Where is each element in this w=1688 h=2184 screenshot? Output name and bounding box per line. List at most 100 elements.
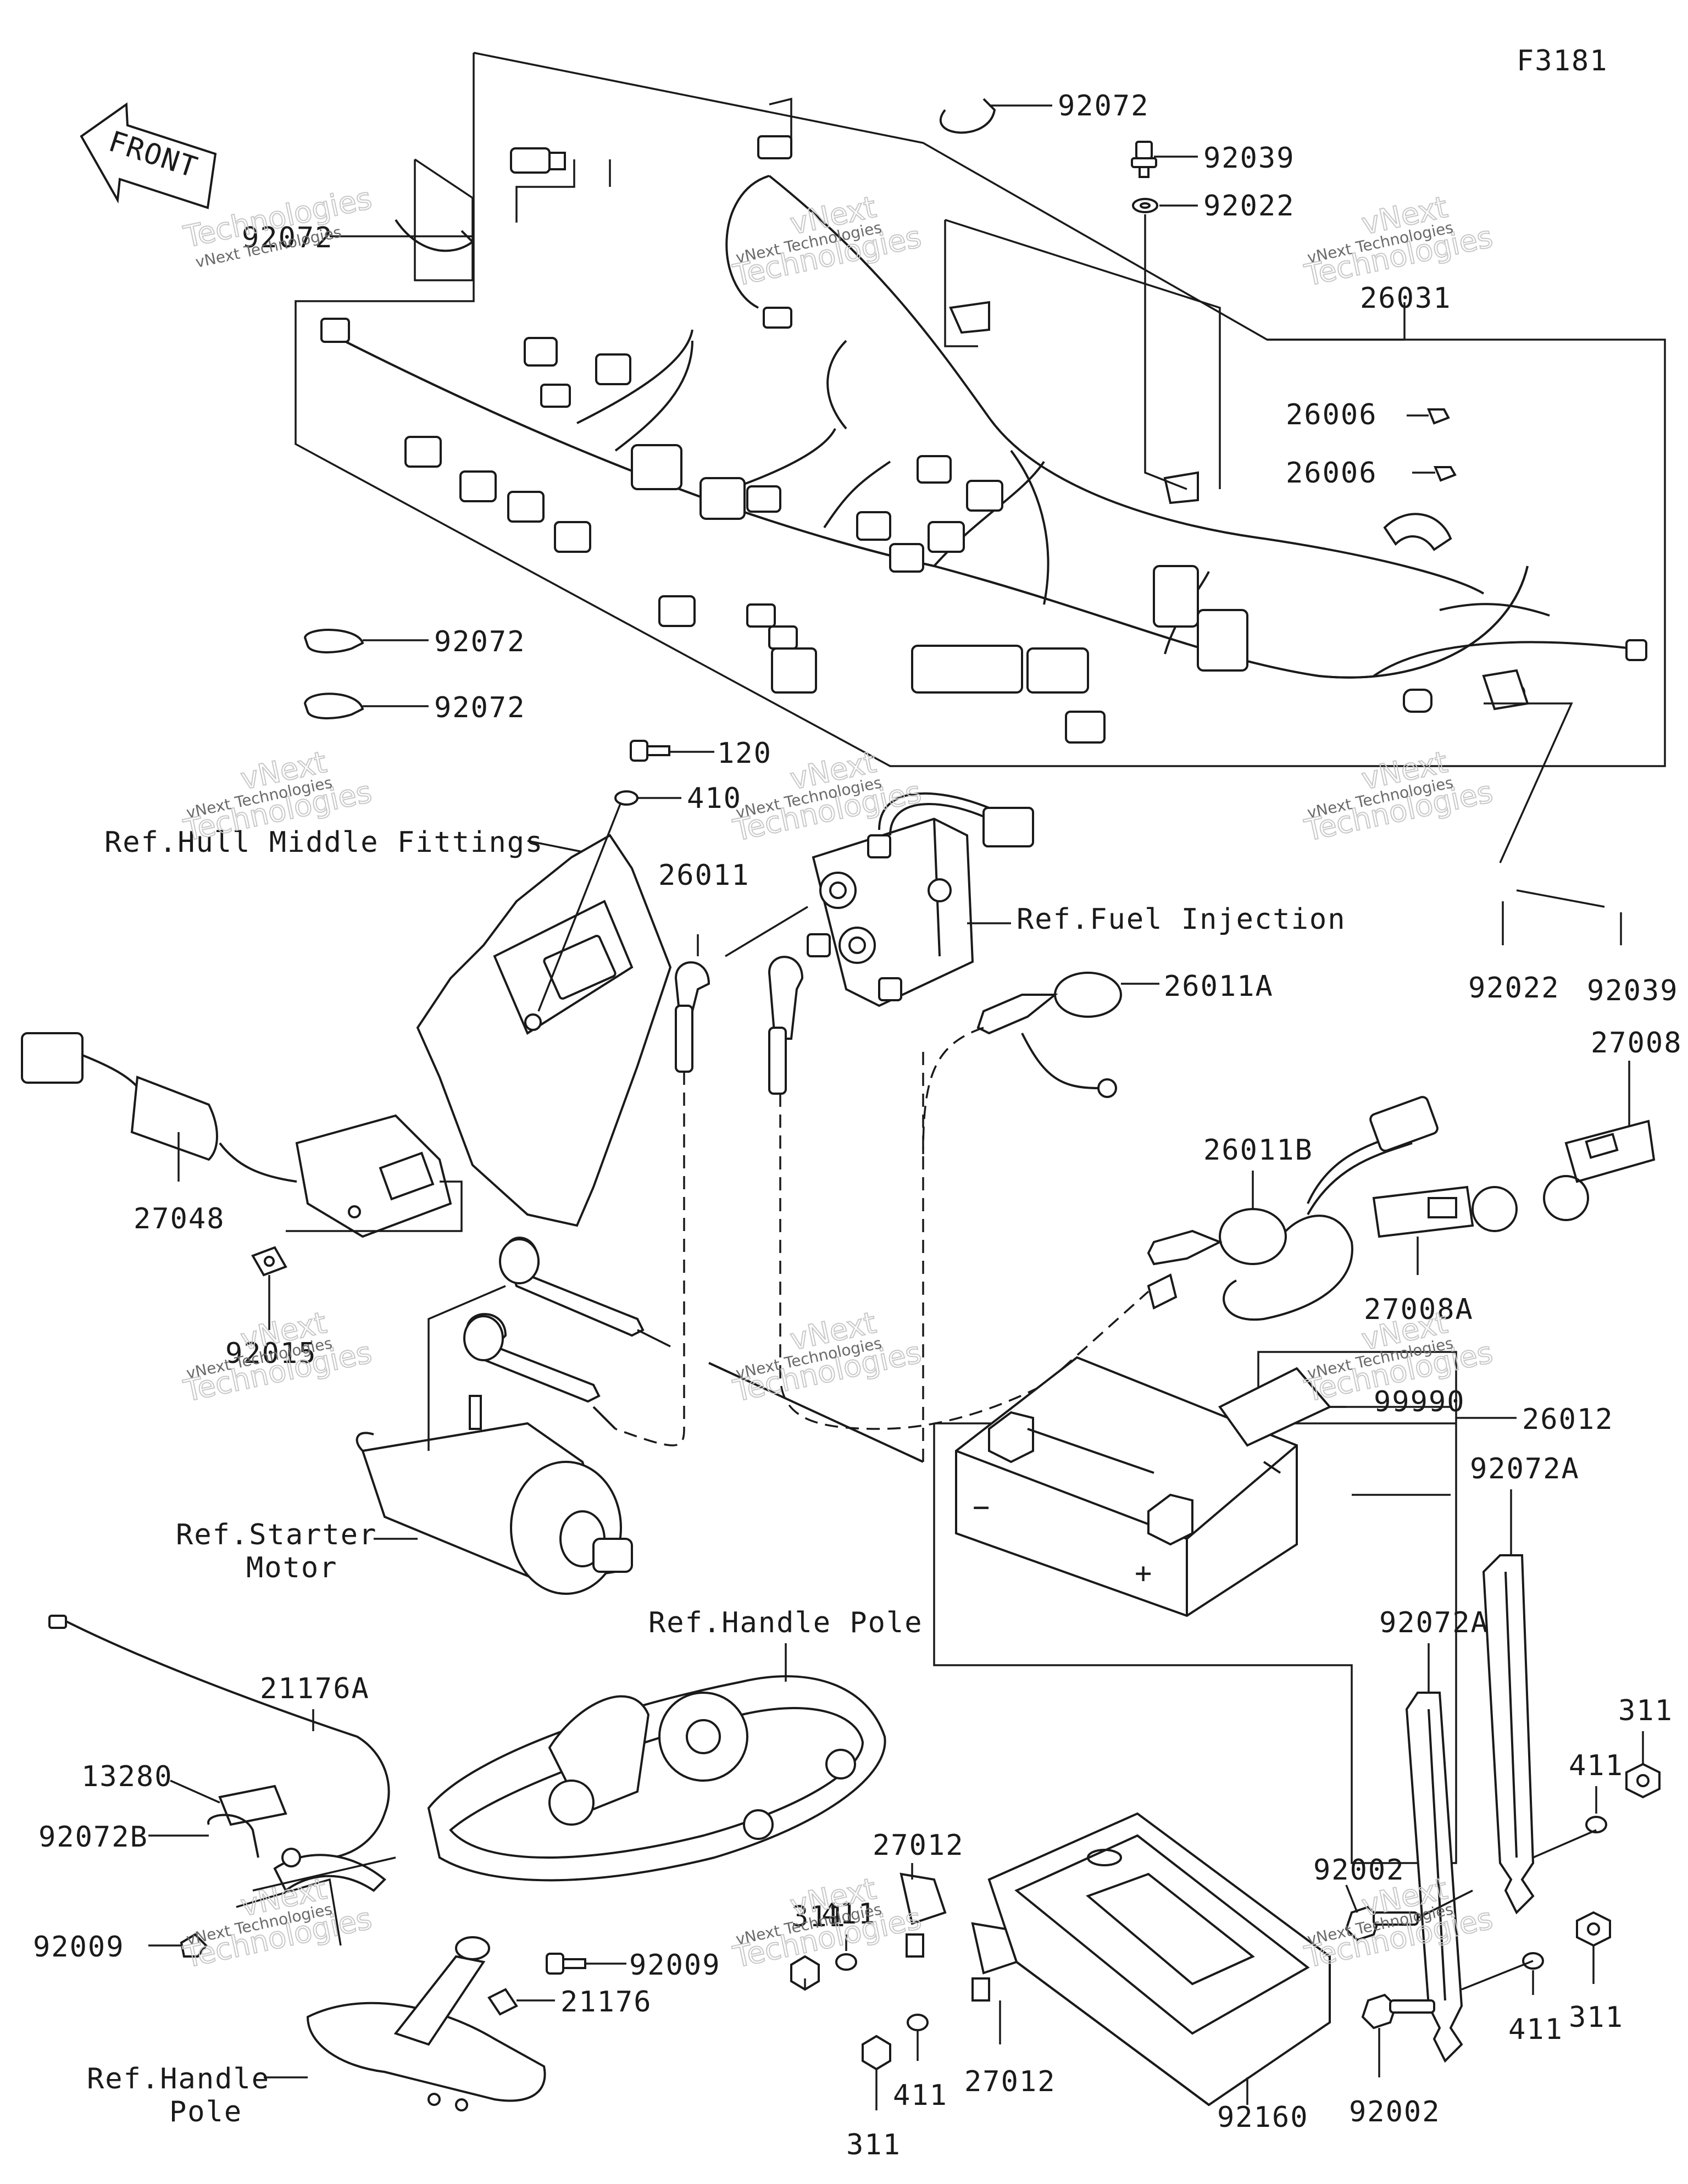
label-120: 120 [717, 737, 772, 770]
label-27008A: 27008A [1364, 1293, 1474, 1326]
watermark: Technologies vNext Technologies vNext [730, 1871, 925, 1975]
clamp-21176 [487, 1988, 518, 2016]
screw-92009-left [180, 1933, 208, 1958]
label-26031: 26031 [1360, 282, 1452, 315]
nut-311-left-b [862, 2035, 891, 2071]
label-26011A: 26011A [1164, 970, 1274, 1003]
label-311-right-top: 311 [1618, 1694, 1673, 1727]
label-ref-handle-pole-upper: Ref.Handle Pole [648, 1606, 923, 1639]
watermark: Technologies vNext Technologies vNext [730, 189, 925, 293]
bracket-27012-top [899, 1872, 947, 1958]
label-26011: 26011 [658, 859, 750, 892]
cable-26011B [1147, 1096, 1439, 1321]
label-26006-a: 26006 [1286, 398, 1378, 431]
label-99990: 99990 [1374, 1385, 1465, 1418]
label-92022-right: 92022 [1468, 972, 1560, 1005]
label-ref-starter: Ref.Starter [176, 1518, 377, 1551]
diagram-id: F3181 [1517, 45, 1608, 77]
front-arrow-icon: FRONT [80, 102, 217, 209]
cable-tie-92072-top [395, 98, 996, 252]
label-27012-top: 27012 [873, 1829, 964, 1862]
label-92072-top-right: 92072 [1058, 90, 1150, 123]
label-21176: 21176 [560, 1986, 652, 2019]
label-ref-fuel-injection: Ref.Fuel Injection [1017, 903, 1346, 936]
handle-pole-lower [306, 1936, 546, 2111]
bracket-27012-bottom [971, 1922, 1018, 2002]
bolt-92002-top [1345, 1905, 1419, 1942]
washer-411-left-a [835, 1953, 857, 1971]
label-92072A-short: 92072A [1379, 1606, 1489, 1639]
key-27008 [1543, 1119, 1656, 1221]
label-311-left-top: 311 [791, 1900, 846, 1933]
label-27008: 27008 [1591, 1027, 1683, 1060]
label-26006-b: 26006 [1286, 457, 1378, 490]
label-27048: 27048 [134, 1202, 225, 1235]
label-92002-top: 92002 [1313, 1854, 1405, 1887]
battery-box-92160 [987, 1812, 1331, 2107]
seal-13280 [218, 1784, 287, 1826]
label-92022-top: 92022 [1203, 190, 1295, 223]
harness-connectors [320, 135, 1647, 744]
label-21176A: 21176A [260, 1672, 370, 1705]
washer-411-right-top [1585, 1816, 1607, 1833]
label-411-right-bottom: 411 [1508, 2013, 1563, 2046]
label-92072-mid-b: 92072 [434, 691, 526, 724]
label-311-right-bottom: 311 [1569, 2001, 1624, 2034]
nut-311-left-a [790, 1955, 820, 1991]
fuel-injection-relay [807, 792, 1034, 1007]
main-harness-frame [295, 52, 1666, 767]
clip-26006 [1427, 408, 1457, 482]
handle-pole-upper [427, 1675, 886, 1882]
starter-motor [356, 1237, 671, 1595]
strap-92072A-long [1482, 1554, 1535, 1915]
nut-92015 [251, 1246, 287, 1277]
watermark: Technologies vNext Technologies vNext [1301, 189, 1496, 293]
label-92072A-long: 92072A [1470, 1453, 1580, 1485]
watermark: Technologies vNext Technologies vNext [730, 1305, 925, 1409]
label-411-right-top: 411 [1569, 1749, 1624, 1782]
bolt-120 [630, 740, 670, 762]
label-ref-handle-pole-lower: Pole [169, 2096, 242, 2128]
label-ref-hull-middle-fittings: Ref.Hull Middle Fittings [104, 826, 543, 859]
label-92072-top-left: 92072 [242, 221, 334, 254]
label-92039-right: 92039 [1587, 974, 1679, 1007]
label-92160: 92160 [1217, 2101, 1309, 2134]
washer-410 [614, 790, 638, 806]
battery-cable-26011 [592, 956, 1178, 1463]
strap-92072A-short [1405, 1692, 1463, 2063]
nut-311-right-bottom [1576, 1911, 1611, 1947]
label-13280: 13280 [81, 1760, 173, 1793]
label-92039-top: 92039 [1203, 142, 1295, 175]
label-410: 410 [687, 782, 742, 815]
label-92072B: 92072B [38, 1821, 148, 1854]
watermark: Technologies vNext Technologies vNext [1301, 744, 1496, 849]
bracket-21176-plate [236, 1848, 396, 1946]
label-311-left: 311 [846, 2128, 901, 2161]
label-411-left-top: 411 [821, 1898, 876, 1931]
nut-311-right-top [1625, 1762, 1661, 1799]
svg-text:−: − [973, 1491, 991, 1524]
label-411-left-bottom: 411 [893, 2079, 948, 2112]
ground-cable-26011A [922, 972, 1122, 1155]
hull-middle-fittings [416, 834, 672, 1227]
label-92009-right: 92009 [629, 1949, 721, 1982]
washer-92022-top [1132, 198, 1158, 213]
battery-26012: − + [955, 1356, 1298, 1617]
bolt-92039-top [1131, 141, 1157, 178]
label-92009-left: 92009 [33, 1931, 125, 1964]
sensor-cable-21176A [48, 1615, 390, 1860]
label-26011B: 26011B [1203, 1134, 1313, 1167]
watermark: Technologies vNext Technologies vNext [1301, 1871, 1496, 1975]
label-92002-bottom: 92002 [1349, 2096, 1441, 2128]
label-92072-mid-a: 92072 [434, 625, 526, 658]
label-27012-bottom: 27012 [964, 2065, 1056, 2098]
bolt-92002-bottom [1361, 1993, 1435, 2030]
label-26012: 26012 [1522, 1403, 1614, 1436]
washer-411-left-b [907, 2014, 929, 2031]
watermark: Technologies vNext Technologies vNext [180, 1305, 375, 1409]
cable-ties-92072-left [303, 629, 364, 719]
label-ref-handle: Ref.Handle [87, 2063, 270, 2096]
label-ref-starter-motor: Motor [246, 1551, 338, 1584]
